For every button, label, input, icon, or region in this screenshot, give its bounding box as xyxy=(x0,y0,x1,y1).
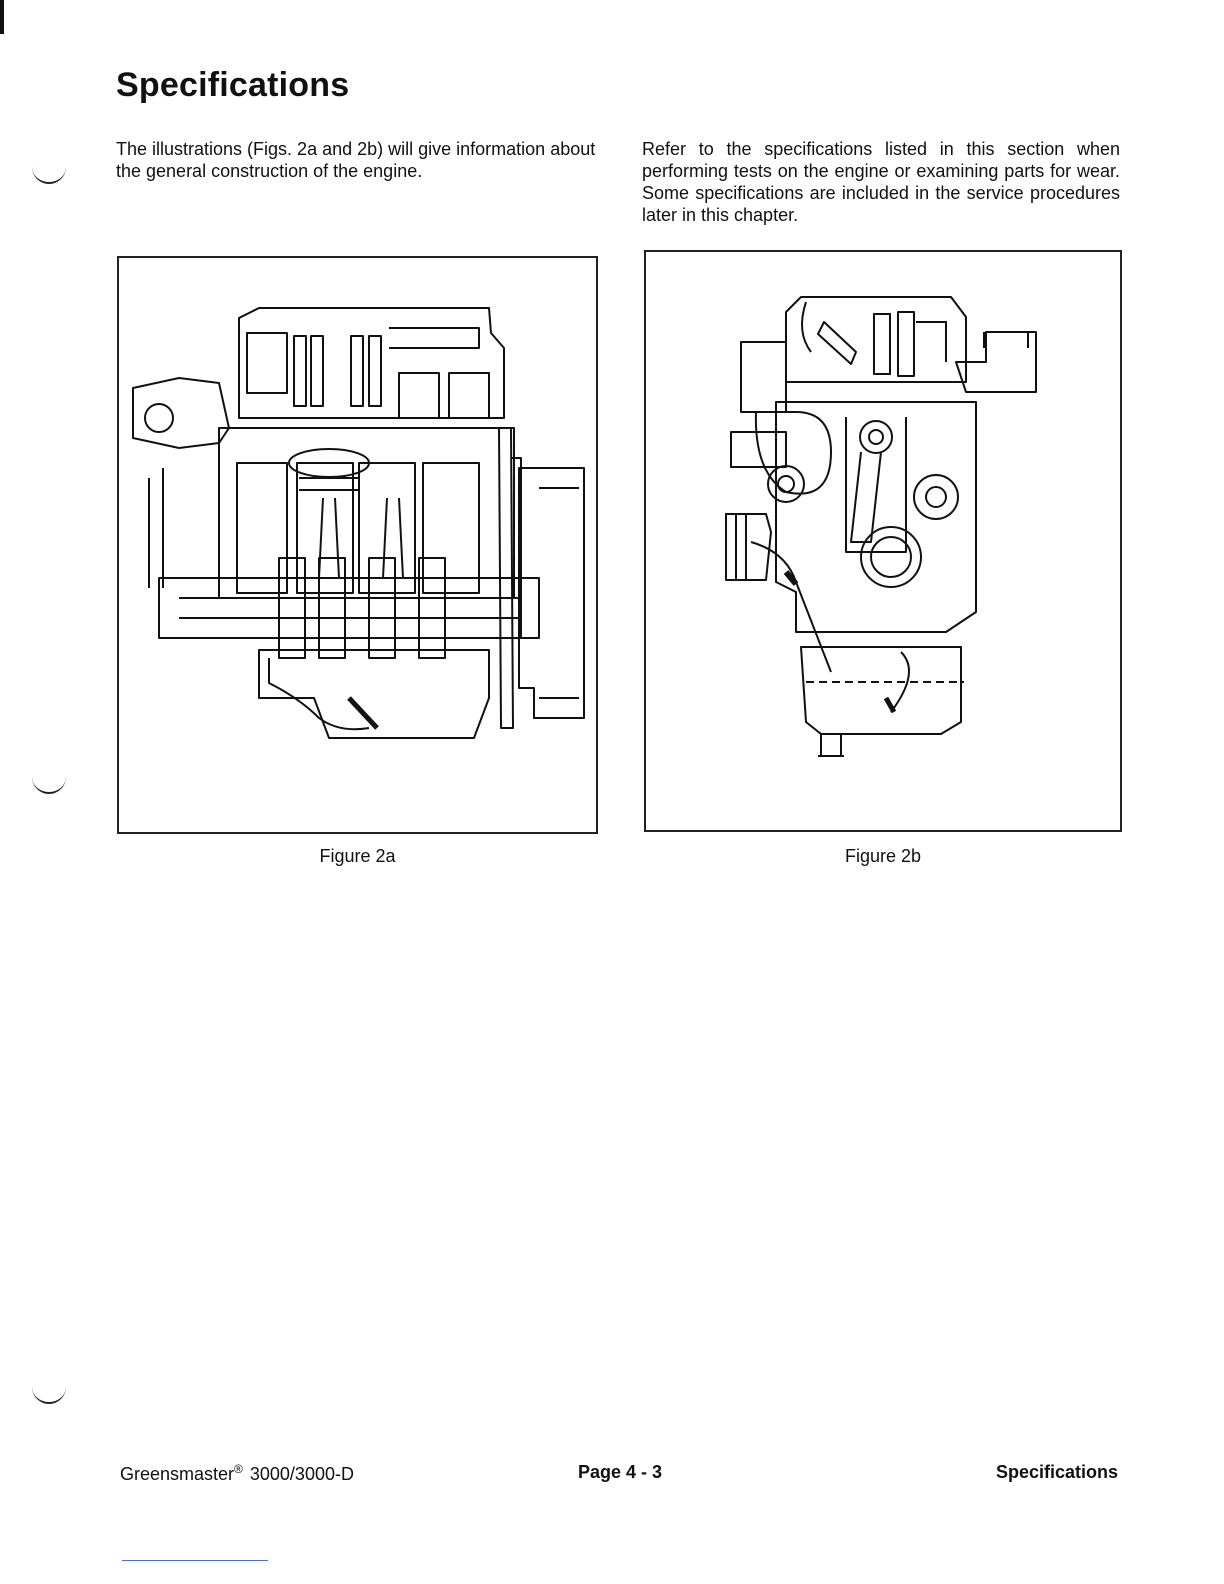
engine-side-cutaway-icon xyxy=(132,307,585,739)
page-title: Specifications xyxy=(116,66,350,104)
footer-page-number: Page 4 - 3 xyxy=(578,1462,663,1482)
figure-2b-frame xyxy=(644,250,1122,832)
bottom-rule xyxy=(122,1560,268,1561)
engine-end-cutaway-icon xyxy=(725,296,1037,757)
figure-2b-caption: Figure 2b xyxy=(844,846,922,866)
binder-hole-mark xyxy=(32,1386,66,1404)
figure-2a-frame xyxy=(117,256,598,834)
binder-hole-mark xyxy=(32,166,66,184)
footer-product-name: Greensmaster® 3000/3000-D xyxy=(120,1462,354,1484)
registered-mark: ® xyxy=(234,1462,243,1476)
page-edge-bar xyxy=(0,0,4,34)
intro-paragraph-left: The illustrations (Figs. 2a and 2b) will… xyxy=(116,139,596,181)
binder-hole-mark xyxy=(32,776,66,794)
figure-2a-caption: Figure 2a xyxy=(319,846,396,866)
footer-section-name: Specifications xyxy=(996,1462,1119,1482)
intro-paragraph-right: Refer to the specifications listed in th… xyxy=(642,139,1120,225)
